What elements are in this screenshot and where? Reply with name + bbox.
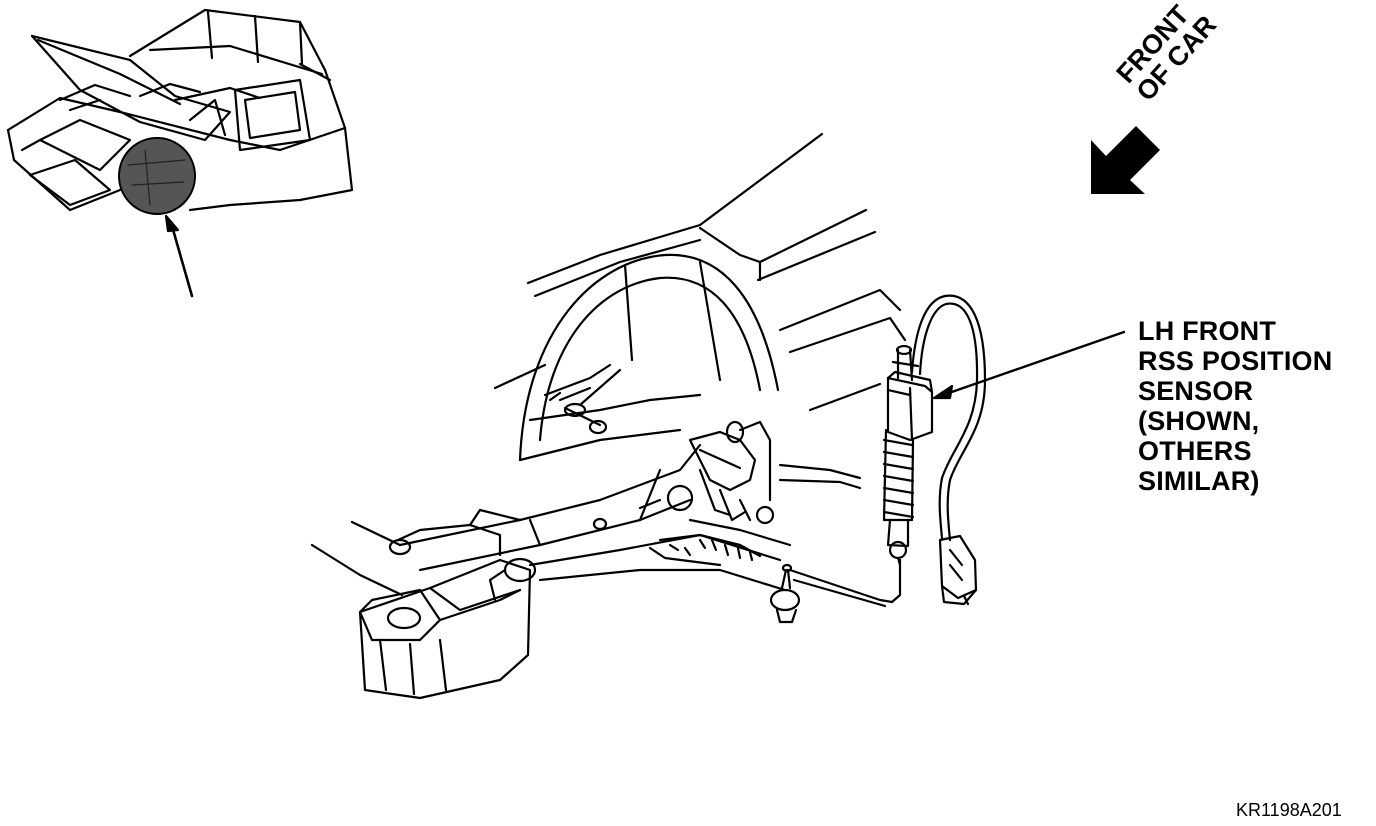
locator-vehicle: [6, 8, 354, 298]
sensor-linkage: [778, 463, 902, 608]
sensor-callout: LH FRONT RSS POSITION SENSOR (SHOWN, OTH…: [1138, 316, 1332, 496]
front-crossmember: [310, 420, 801, 700]
callout-line-2: RSS POSITION: [1138, 346, 1333, 376]
callout-line-1: LH FRONT: [1138, 316, 1277, 346]
highlight-area: [118, 137, 196, 215]
callout-line-4: (SHOWN,: [1138, 406, 1260, 436]
rss-position-sensor: [882, 294, 987, 606]
front-of-car-arrow-icon: [1091, 126, 1160, 194]
callout-line-3: SENSOR: [1138, 376, 1254, 406]
callout-line-5: OTHERS: [1138, 436, 1252, 466]
callout-line-6: SIMILAR): [1138, 466, 1260, 496]
body-panel: [493, 132, 907, 462]
figure-code: KR1198A201: [1236, 800, 1342, 820]
callout-arrow: [932, 330, 1126, 400]
